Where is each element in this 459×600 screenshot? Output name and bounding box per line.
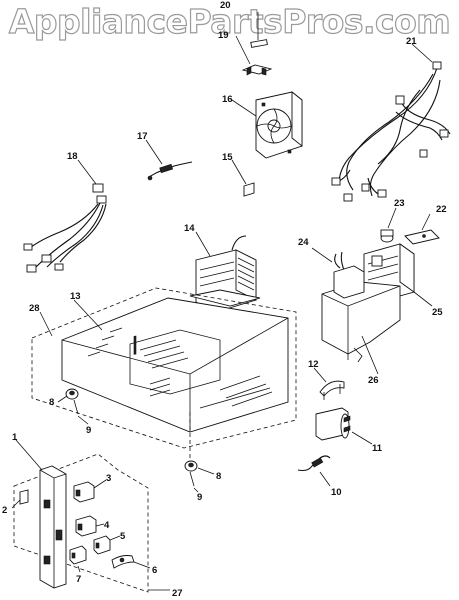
part-15-block: [231, 159, 255, 197]
callout-19: 19: [218, 30, 229, 41]
part-27-switch-assembly: [13, 453, 170, 593]
callout-16: 16: [222, 94, 233, 105]
part-23-thermostat: [380, 207, 397, 243]
callout-13: 13: [70, 291, 81, 302]
callout-24: 24: [298, 237, 309, 248]
callout-12: 12: [308, 359, 319, 370]
part-7-switch: [69, 545, 87, 573]
callout-4: 4: [104, 520, 110, 531]
part-9-screw-right: [189, 471, 199, 493]
part-14-transformer: [189, 231, 261, 313]
watermark: AppliancePartsPros.com: [8, 1, 451, 41]
callout-18: 18: [67, 151, 78, 162]
part-11-capacitor: [315, 407, 373, 445]
part-20-clip: [250, 12, 268, 48]
callout-23: 23: [394, 198, 405, 209]
callout-15: 15: [222, 152, 233, 163]
callout-10: 10: [331, 487, 342, 498]
part-13-base-plate: [61, 297, 289, 433]
callout-3: 3: [106, 473, 111, 484]
callout-9-left: 9: [86, 425, 91, 436]
part-16-fan-motor: [231, 91, 303, 159]
part-10-diode: [297, 455, 331, 487]
part-22-plate: [404, 213, 440, 245]
part-19-bracket: [235, 35, 273, 76]
callout-labels: 20 19 21 16 17 18 15 22 23 14 24 13 28 2…: [2, 0, 447, 599]
callout-14: 14: [184, 223, 195, 234]
part-28-boundary: [31, 287, 297, 449]
part-6-lever: [111, 555, 151, 569]
part-26-duct: [321, 265, 401, 375]
callout-6: 6: [152, 565, 157, 576]
callout-22: 22: [436, 204, 447, 215]
callout-1: 1: [12, 432, 18, 443]
callout-7: 7: [76, 574, 81, 585]
part-17-fuse: [145, 139, 193, 181]
callout-2: 2: [2, 505, 7, 516]
part-8-foot-right: [184, 460, 215, 475]
callout-9-right: 9: [197, 492, 202, 503]
part-9-screw-left: [73, 399, 89, 425]
callout-8-left: 8: [49, 397, 54, 408]
callout-28: 28: [29, 303, 40, 314]
part-2-lever: [11, 489, 29, 509]
callout-27: 27: [172, 588, 183, 599]
callout-8-right: 8: [216, 471, 221, 482]
part-12-clamp: [313, 367, 345, 400]
callout-25: 25: [432, 307, 443, 318]
part-4-switch: [75, 515, 105, 537]
callout-11: 11: [372, 443, 383, 454]
callout-5: 5: [120, 531, 126, 542]
callout-20: 20: [220, 0, 231, 11]
callout-21: 21: [406, 36, 417, 47]
part-21-main-harness: [331, 43, 451, 202]
part-1-bracket: [15, 439, 67, 589]
part-18-wire-harness: [23, 159, 107, 273]
part-3-switch: [73, 479, 107, 503]
callout-17: 17: [137, 131, 148, 142]
part-8-foot-left: [57, 388, 79, 403]
part-24-wire: [311, 247, 345, 271]
part-5-switch: [93, 535, 121, 555]
callout-26: 26: [368, 375, 379, 386]
